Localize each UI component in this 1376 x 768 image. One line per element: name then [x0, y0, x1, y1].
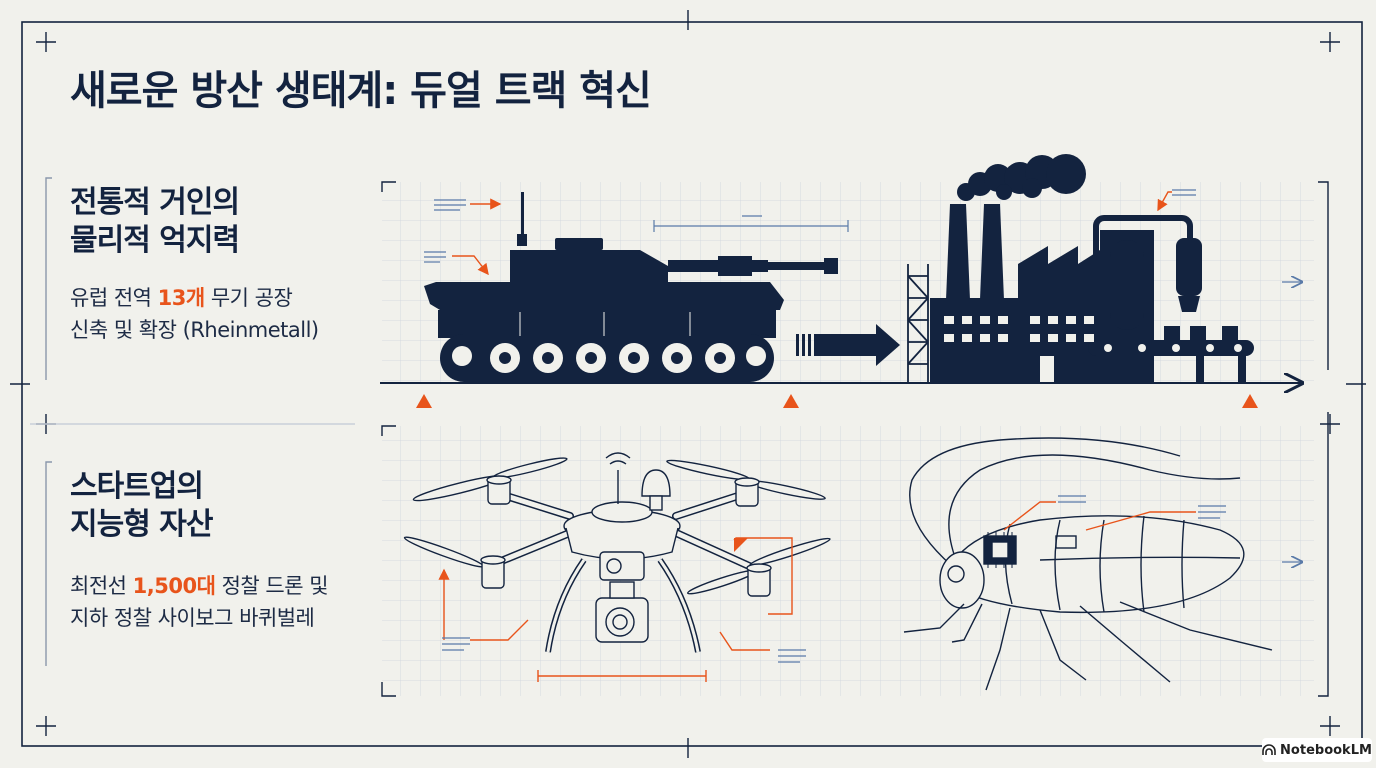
- panel-corners: [381, 181, 1329, 697]
- page-title: 새로운 방산 생태계: 듀얼 트랙 혁신: [70, 68, 652, 114]
- heading-line: 스타트업의: [70, 469, 204, 504]
- tank-icon: [424, 192, 838, 382]
- heading-line: 전통적 거인의: [70, 185, 240, 220]
- section-brackets: [30, 177, 355, 666]
- triangle-markers: [416, 394, 1258, 408]
- brand-name: NotebookLM: [1280, 742, 1372, 758]
- drone-icon: [403, 452, 831, 653]
- section-description-startup: 최전선 1,500대 정찰 드론 및 지하 정찰 사이보그 바퀴벌레: [70, 570, 329, 634]
- factory-icon: [907, 154, 1254, 382]
- description-line: 신축 및 확장 (Rheinmetall): [70, 318, 319, 342]
- drone-annotations: [438, 537, 806, 682]
- description-text: 무기 공장: [204, 286, 293, 310]
- heading-line: 물리적 억지력: [70, 223, 240, 258]
- orange-leaders: [452, 191, 1172, 276]
- callout-marks: [424, 189, 1196, 263]
- description-line: 유럽 전역 13개 무기 공장: [70, 282, 319, 314]
- section-description-legacy: 유럽 전역 13개 무기 공장 신축 및 확장 (Rheinmetall): [70, 282, 319, 346]
- cyborg-cockroach-icon: [903, 437, 1273, 691]
- section-heading-startup: 스타트업의 지능형 자산: [70, 468, 213, 544]
- dimension-line: [653, 215, 849, 232]
- cockroach-annotations: [1003, 495, 1226, 531]
- section-heading-legacy: 전통적 거인의 물리적 억지력: [70, 184, 240, 260]
- description-text: 최전선: [70, 574, 133, 598]
- notebooklm-logo-icon: [1262, 744, 1276, 755]
- highlight-figure: 1,500대: [132, 574, 216, 598]
- description-line: 최전선 1,500대 정찰 드론 및: [70, 570, 329, 602]
- description-text: 유럽 전역: [70, 286, 158, 310]
- highlight-figure: 13개: [157, 286, 206, 310]
- flow-arrow-icon: [796, 324, 900, 366]
- description-text: 정찰 드론 및: [215, 574, 329, 598]
- brand-badge: NotebookLM: [1262, 738, 1372, 762]
- description-line: 지하 정찰 사이보그 바퀴벌레: [70, 606, 315, 630]
- heading-line: 지능형 자산: [70, 507, 213, 542]
